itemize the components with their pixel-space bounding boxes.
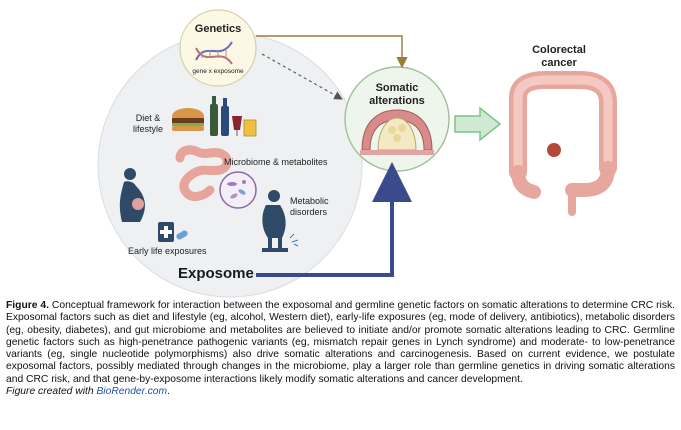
genetics-label: Genetics [194, 23, 242, 35]
caption-body: Conceptual framework for interaction bet… [6, 300, 675, 385]
tumor-spot [547, 143, 561, 157]
genetics-circle [179, 9, 257, 87]
genetics-to-somatic-arrow [256, 35, 408, 69]
pregnant-figure-icon [119, 168, 145, 222]
figure-panel: Genetics gene x exposome Somatic alterat… [97, 9, 617, 298]
diet-label-line2: lifestyle [132, 124, 163, 134]
colon-icon [509, 71, 617, 216]
intestine-icon [175, 145, 232, 201]
caption-figure-label: Figure 4. [6, 300, 49, 311]
medicine-icon [158, 222, 188, 242]
exposome-label: Exposome [178, 265, 254, 282]
obese-figure-icon [262, 190, 299, 252]
drinks-icon [210, 96, 257, 137]
biorender-link[interactable]: BioRender.com [96, 386, 168, 398]
early-life-label: Early life exposures [128, 246, 207, 256]
somatic-label-line2: alterations [369, 95, 425, 107]
diet-label-line1: Diet & [135, 113, 161, 123]
gene-exposome-label: gene x exposome [192, 68, 244, 75]
microbiome-magnifier-icon [219, 171, 257, 209]
figure-caption: Figure 4. Conceptual framework for inter… [6, 300, 675, 398]
caption-credit-suffix: . [167, 386, 170, 398]
microbiome-label: Microbiome & metabolites [224, 157, 328, 167]
tumor-icon [360, 109, 434, 155]
crc-label-line2: cancer [541, 57, 577, 69]
diagram-canvas [97, 9, 617, 298]
burger-icon [172, 108, 204, 131]
metabolic-label-line2: disorders [290, 207, 328, 217]
gene-exposome-dashed-arrow [261, 53, 343, 100]
somatic-to-cancer-arrow [454, 106, 502, 142]
exposome-to-somatic-arrow [256, 162, 412, 277]
dna-icon [195, 41, 233, 65]
caption-credit-prefix: Figure created with [6, 386, 97, 398]
metabolic-label-line1: Metabolic [290, 196, 329, 206]
somatic-label-line1: Somatic [375, 82, 419, 94]
crc-label-line1: Colorectal [532, 44, 586, 56]
